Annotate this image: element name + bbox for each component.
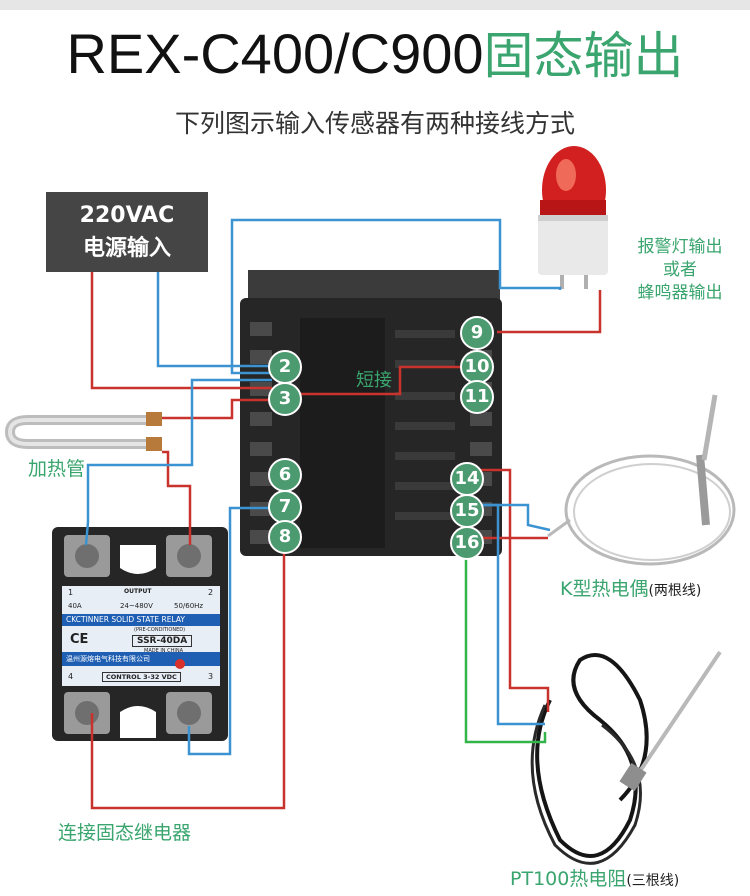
rtd-name: PT100热电阻	[510, 868, 627, 890]
ssr-model: SSR-40DA	[132, 635, 193, 647]
terminal-14: 14	[450, 462, 484, 496]
ssr-preconditioned: (PRE-CONDITIONED)	[134, 627, 186, 633]
ssr-manufacturer: 温州源熔电气科技有限公司	[66, 655, 150, 663]
ssr-output-text: OUTPUT	[124, 588, 152, 595]
rtd-note: (三根线)	[626, 873, 680, 889]
terminal-3: 3	[268, 382, 302, 416]
title-model: REX-C400/C900	[66, 22, 484, 85]
alarm-label-line3: 蜂鸣器输出	[637, 283, 723, 303]
ssr-frequency: 50/60Hz	[174, 602, 204, 610]
ssr-connect-label: 连接固态继电器	[58, 822, 192, 844]
page-title: REX-C400/C900固态输出	[0, 22, 750, 88]
ssr-pin1-top: 1	[68, 588, 74, 597]
ssr-pin3: 3	[208, 672, 214, 681]
ssr-voltage: 24~480V	[120, 602, 153, 610]
alarm-lamp-icon	[538, 146, 608, 289]
thermocouple-probe-icon	[547, 394, 736, 566]
ssr-current: 40A	[68, 602, 82, 610]
power-voltage: 220VAC	[79, 203, 175, 228]
terminal-8: 8	[268, 520, 302, 554]
short-label: 短接	[356, 370, 392, 391]
thermocouple-note: (两根线)	[648, 583, 702, 599]
ssr-label-panel: OUTPUT 1 2 40A 24~480V 50/60Hz CKCTINNER…	[62, 586, 220, 686]
heater-tube-icon	[4, 412, 162, 451]
terminal-2: 2	[268, 350, 302, 384]
ssr-pin4: 4	[68, 672, 74, 681]
temperature-controller	[240, 270, 502, 556]
solid-state-relay	[52, 527, 228, 741]
ssr-control: CONTROL 3-32 VDC	[102, 672, 181, 682]
thermocouple-label: K型热电偶(两根线)	[560, 574, 701, 601]
top-bar	[0, 0, 750, 10]
alarm-label-line2: 或者	[663, 260, 697, 280]
ssr-made-in: MADE IN CHINA	[144, 648, 184, 654]
terminal-10: 10	[460, 350, 494, 384]
terminal-11: 11	[460, 380, 494, 414]
power-label: 电源输入	[82, 236, 171, 261]
terminal-7: 7	[268, 490, 302, 524]
terminal-9: 9	[460, 316, 494, 350]
ssr-pin2-top: 2	[208, 588, 214, 597]
red-wires	[90, 272, 602, 810]
page-subtitle: 下列图示输入传感器有两种接线方式	[174, 109, 575, 138]
power-input-box: 220VAC 电源输入	[46, 192, 208, 272]
terminal-15: 15	[450, 494, 484, 528]
title-suffix: 固态输出	[483, 27, 684, 85]
ssr-ce-mark: CE	[70, 632, 89, 647]
terminal-16: 16	[450, 526, 484, 560]
rtd-label: PT100热电阻(三根线)	[510, 864, 679, 891]
alarm-output-label: 报警灯输出 或者 蜂鸣器输出	[620, 236, 740, 305]
ssr-brand: CKCTINNER SOLID STATE RELAY	[66, 615, 185, 624]
terminal-6: 6	[268, 458, 302, 492]
thermocouple-name: K型热电偶	[560, 578, 649, 600]
rtd-probe-icon	[530, 650, 722, 865]
heater-label: 加热管	[28, 458, 86, 480]
green-wire	[464, 556, 547, 744]
alarm-label-line1: 报警灯输出	[637, 237, 723, 257]
blue-wires	[84, 218, 562, 756]
